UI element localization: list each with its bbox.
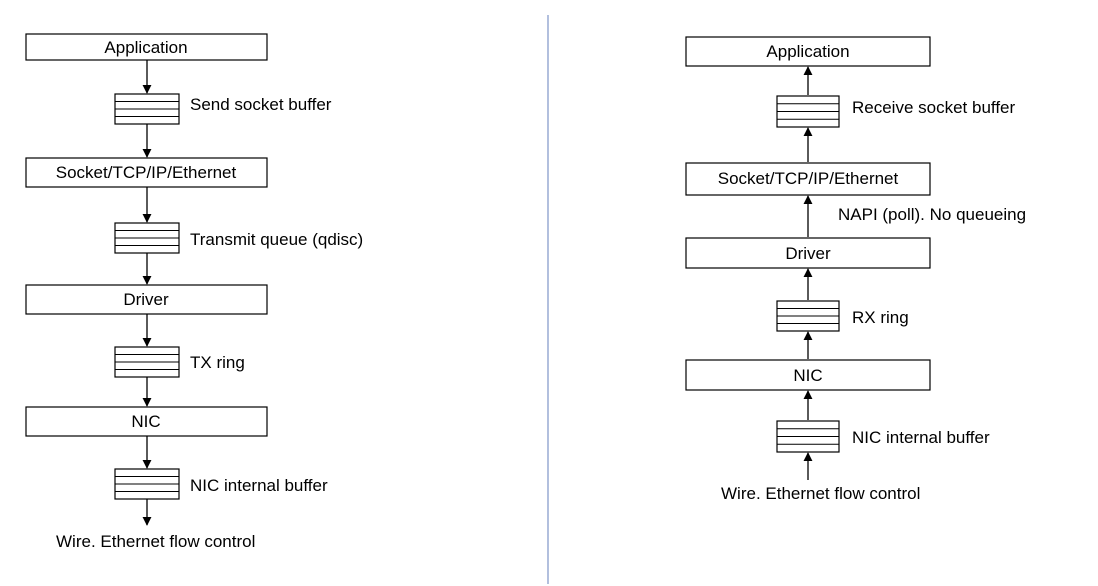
receive-nic-internal-buffer-label: NIC internal buffer [852, 428, 990, 447]
send-socket-stack-box: Socket/TCP/IP/Ethernet [25, 157, 268, 188]
receive-wire-label: Wire. Ethernet flow control [721, 484, 920, 503]
receive-socket-buffer-icon [776, 95, 840, 128]
tx-ring-icon [114, 346, 180, 378]
receive-driver-label: Driver [785, 244, 831, 263]
receive-nic-label: NIC [793, 366, 822, 385]
send-nic-box: NIC [25, 406, 268, 437]
tx-ring-label: TX ring [190, 353, 245, 372]
rx-ring-label: RX ring [852, 308, 909, 327]
send-path: Application Send socket buffer Socket/TC… [25, 33, 363, 551]
receive-socket-stack-box: Socket/TCP/IP/Ethernet [685, 162, 931, 196]
send-application-label: Application [104, 38, 187, 57]
send-socket-stack-label: Socket/TCP/IP/Ethernet [56, 163, 237, 182]
send-application-box: Application [25, 33, 268, 61]
receive-socket-stack-label: Socket/TCP/IP/Ethernet [718, 169, 899, 188]
receive-application-label: Application [766, 42, 849, 61]
send-nic-internal-buffer-label: NIC internal buffer [190, 476, 328, 495]
receive-nic-box: NIC [685, 359, 931, 391]
send-nic-label: NIC [131, 412, 160, 431]
send-wire-label: Wire. Ethernet flow control [56, 532, 255, 551]
transmit-queue-label: Transmit queue (qdisc) [190, 230, 363, 249]
receive-path: Application Receive socket buffer Socket… [685, 36, 1026, 503]
send-socket-buffer-icon [114, 93, 180, 125]
receive-socket-buffer-label: Receive socket buffer [852, 98, 1015, 117]
transmit-queue-icon [114, 222, 180, 254]
receive-driver-box: Driver [685, 237, 931, 269]
rx-ring-icon [776, 300, 840, 332]
send-nic-internal-buffer-icon [114, 468, 180, 500]
receive-application-box: Application [685, 36, 931, 67]
send-socket-buffer-label: Send socket buffer [190, 95, 332, 114]
send-driver-box: Driver [25, 284, 268, 315]
send-driver-label: Driver [123, 290, 169, 309]
napi-label: NAPI (poll). No queueing [838, 205, 1026, 224]
receive-nic-internal-buffer-icon [776, 420, 840, 453]
